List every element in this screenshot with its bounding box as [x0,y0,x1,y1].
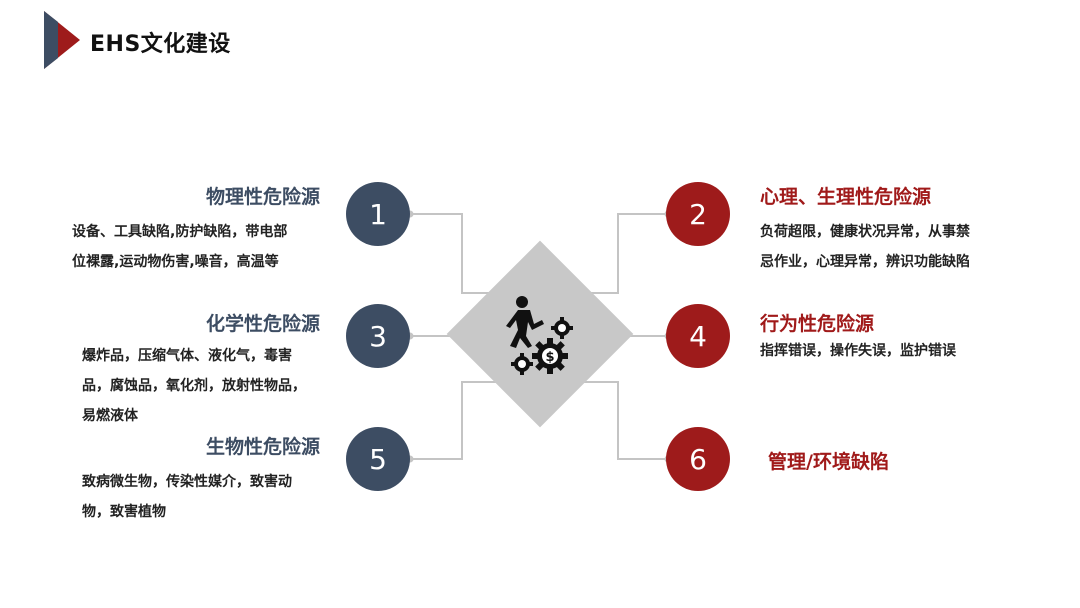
item-1-number: 1 [346,182,410,246]
item-2-line-2: 忌作业，心理异常，辨识功能缺陷 [760,254,970,270]
item-2-heading: 心理、生理性危险源 [760,186,932,208]
item-5-line-1: 致病微生物，传染性媒介，致害动 [82,474,292,490]
page-title: EHS文化建设 [90,32,231,57]
item-1-heading: 物理性危险源 [205,186,320,208]
item-3-heading: 化学性危险源 [205,313,320,335]
item-5-heading: 生物性危险源 [205,436,320,458]
svg-text:$: $ [545,350,554,365]
item-3-number: 3 [346,304,410,368]
item-4-heading: 行为性危险源 [760,313,875,335]
item-2-number: 2 [666,182,730,246]
item-5-line-2: 物，致害植物 [82,504,166,520]
item-3-line-1: 爆炸品，压缩气体、液化气，毒害 [82,348,292,364]
item-6-number: 6 [666,427,730,491]
logo-triangle-icon [44,11,80,69]
item-5-description: 致病微生物，传染性媒介，致害动 物，致害植物 [82,467,292,527]
item-4-description: 指挥错误，操作失误，监护错误 [760,336,956,366]
item-1-line-2: 位裸露,运动物伤害,噪音，高温等 [72,254,279,270]
item-4-number: 4 [666,304,730,368]
item-1-description: 设备、工具缺陷,防护缺陷，带电部 位裸露,运动物伤害,噪音，高温等 [72,217,287,277]
item-1-line-1: 设备、工具缺陷,防护缺陷，带电部 [72,224,288,240]
item-2-description: 负荷超限，健康状况异常，从事禁 忌作业，心理异常，辨识功能缺陷 [760,217,970,277]
item-6-heading: 管理/环境缺陷 [768,451,889,473]
item-3-line-3: 易燃液体 [82,408,138,424]
item-3-line-2: 品，腐蚀品，氧化剂，放射性物品， [82,378,306,394]
item-3-description: 爆炸品，压缩气体、液化气，毒害 品，腐蚀品，氧化剂，放射性物品， 易燃液体 [82,341,306,431]
item-5-number: 5 [346,427,410,491]
item-4-line-1: 指挥错误，操作失误，监护错误 [760,343,956,359]
item-2-line-1: 负荷超限，健康状况异常，从事禁 [760,224,970,240]
runner-on-gears-dollar-icon: $ [506,296,573,375]
